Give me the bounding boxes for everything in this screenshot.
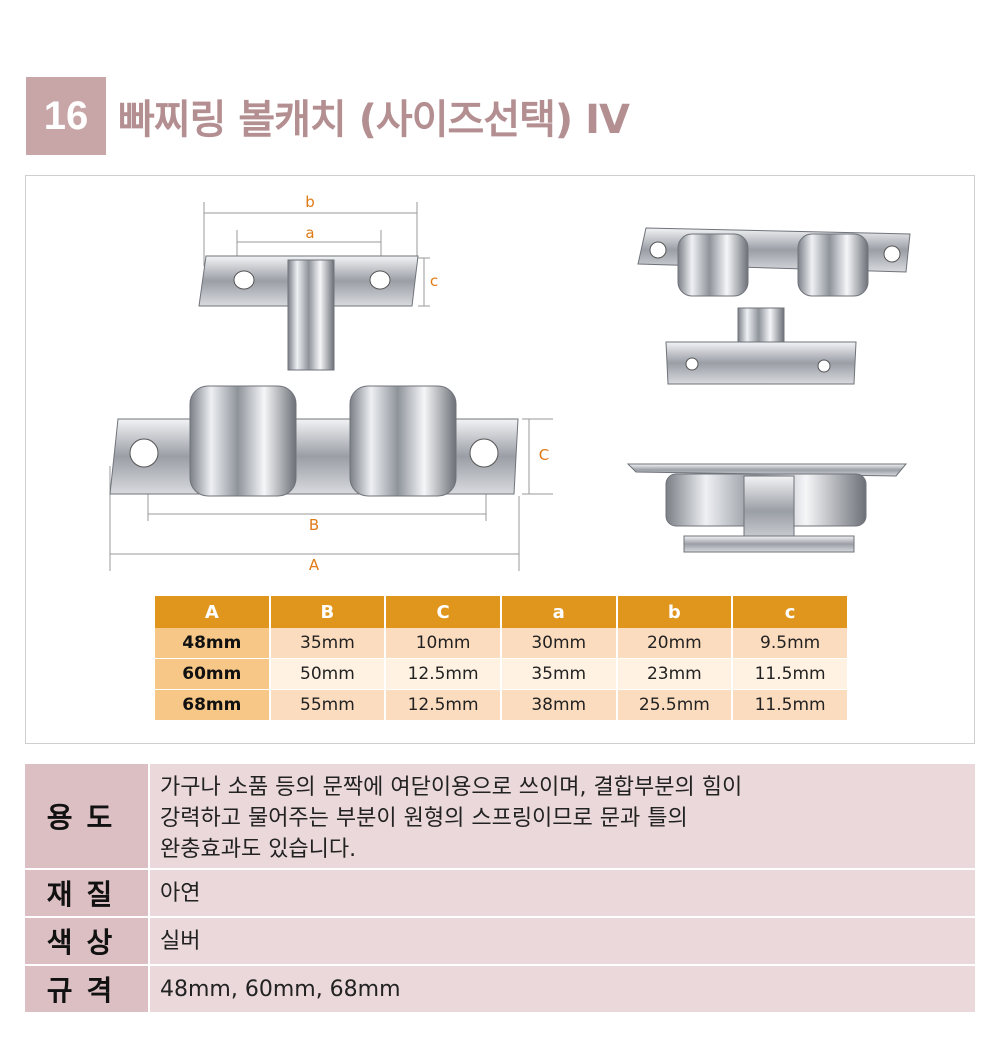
item-number-badge: 16 xyxy=(26,77,106,155)
table-header-cell: A xyxy=(155,596,269,628)
table-cell: 35mm xyxy=(501,659,616,690)
table-cell: 48mm xyxy=(155,628,269,659)
table-cell: 35mm xyxy=(270,628,385,659)
dimension-table: A B C a b c 48mm 35mm 10mm 30mm 20mm 9.5… xyxy=(153,596,849,721)
product-figure: b a c C B A A B C a b c 48mm 35mm 10mm 3… xyxy=(25,175,975,744)
spec-value-line: 강력하고 물어주는 부분이 원형의 스프링이므로 문과 틀의 xyxy=(160,805,688,831)
spec-table: 용도 가구나 소품 등의 문짝에 여닫이용으로 쓰이며, 결합부분의 힘이 강력… xyxy=(25,764,975,1014)
spec-label: 용도 xyxy=(25,764,150,870)
table-header-cell: c xyxy=(733,596,847,628)
table-cell: 11.5mm xyxy=(733,690,847,721)
table-row: 60mm 50mm 12.5mm 35mm 23mm 11.5mm xyxy=(155,659,847,690)
spec-value-line: 가구나 소품 등의 문짝에 여닫이용으로 쓰이며, 결합부분의 힘이 xyxy=(160,774,743,800)
dim-label-b: b xyxy=(305,193,315,211)
table-cell: 10mm xyxy=(386,628,500,659)
assembled-catch-image xyxy=(637,227,911,385)
table-cell: 9.5mm xyxy=(733,628,847,659)
table-cell: 68mm xyxy=(155,690,269,721)
dim-label-A: A xyxy=(309,556,320,574)
table-row: 68mm 55mm 12.5mm 38mm 25.5mm 11.5mm xyxy=(155,690,847,721)
spec-value-line: 완충효과도 있습니다. xyxy=(160,836,357,862)
ball-catch-image xyxy=(109,385,519,497)
table-header-cell: b xyxy=(617,596,732,628)
spec-label: 재질 xyxy=(25,869,150,918)
spec-row-usage: 용도 가구나 소품 등의 문짝에 여닫이용으로 쓰이며, 결합부분의 힘이 강력… xyxy=(25,764,975,870)
table-cell: 60mm xyxy=(155,659,269,690)
table-cell: 20mm xyxy=(617,628,732,659)
table-header-cell: C xyxy=(386,596,500,628)
table-cell: 12.5mm xyxy=(386,659,500,690)
striker-plate-image xyxy=(198,255,419,371)
spec-row-color: 색상 실버 xyxy=(25,917,975,966)
table-cell: 50mm xyxy=(270,659,385,690)
dim-label-c: c xyxy=(430,272,438,290)
table-header-cell: a xyxy=(501,596,616,628)
table-cell: 30mm xyxy=(501,628,616,659)
table-cell: 12.5mm xyxy=(386,690,500,721)
page-title: 빠찌링 볼캐치 (사이즈선택) IV xyxy=(118,97,630,143)
table-cell: 38mm xyxy=(501,690,616,721)
dim-label-C: C xyxy=(539,446,549,464)
table-row: 48mm 35mm 10mm 30mm 20mm 9.5mm xyxy=(155,628,847,659)
spec-value: 가구나 소품 등의 문짝에 여닫이용으로 쓰이며, 결합부분의 힘이 강력하고 … xyxy=(149,764,975,870)
dimension-diagram: b a c C B A xyxy=(109,193,911,574)
table-cell: 23mm xyxy=(617,659,732,690)
spec-row-size: 규격 48mm, 60mm, 68mm xyxy=(25,965,975,1014)
table-cell: 25.5mm xyxy=(617,690,732,721)
dim-label-a: a xyxy=(305,224,314,242)
table-cell: 55mm xyxy=(270,690,385,721)
side-view-catch-image xyxy=(626,463,908,553)
dim-label-B: B xyxy=(309,516,319,534)
spec-label: 규격 xyxy=(25,965,150,1014)
spec-label: 색상 xyxy=(25,917,150,966)
spec-value: 48mm, 60mm, 68mm xyxy=(149,965,975,1014)
table-cell: 11.5mm xyxy=(733,659,847,690)
spec-row-material: 재질 아연 xyxy=(25,869,975,918)
dimension-lines-striker xyxy=(203,202,430,307)
page-title-row: 16 빠찌링 볼캐치 (사이즈선택) IV xyxy=(26,77,630,155)
spec-value: 실버 xyxy=(149,917,975,966)
spec-value: 아연 xyxy=(149,869,975,918)
table-header-cell: B xyxy=(270,596,385,628)
